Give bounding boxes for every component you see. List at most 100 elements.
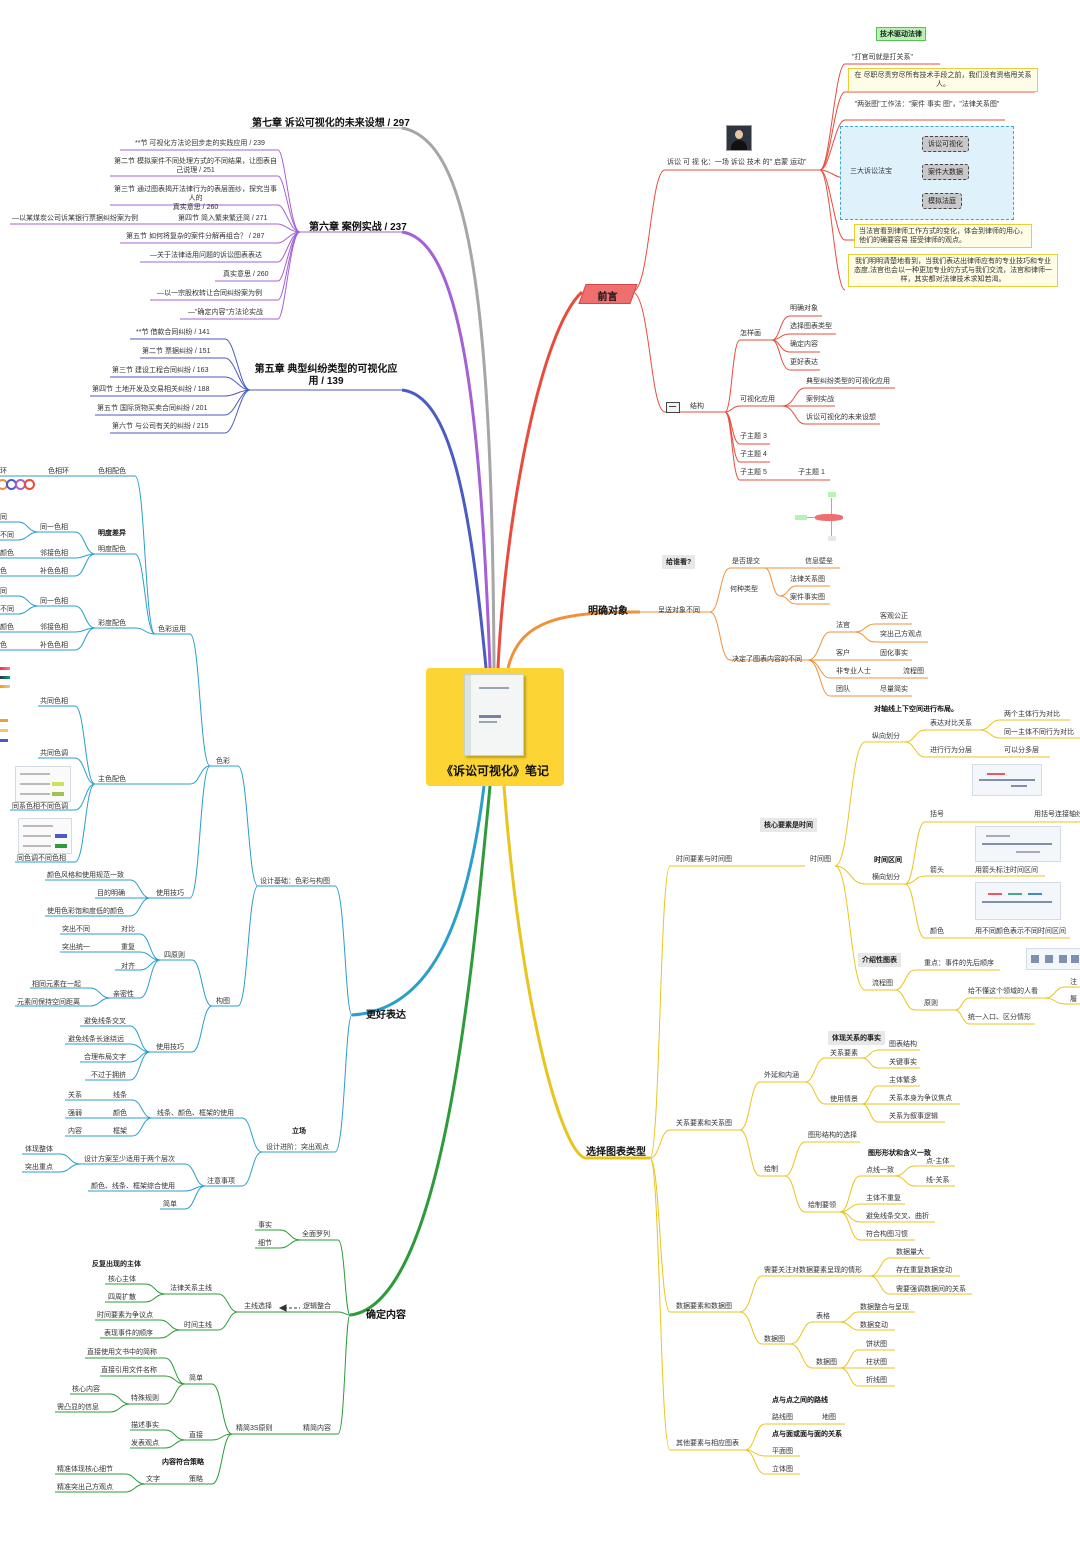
how-label[interactable]: 怎样画 — [740, 330, 761, 337]
palette-swatch-6 — [0, 739, 8, 742]
text-item-2: 精准突出己方观点 — [57, 1484, 113, 1491]
apply-label[interactable]: 可视化应用 — [740, 396, 775, 403]
client-item: 固化事实 — [880, 650, 908, 657]
principle-1a: 注 — [1070, 979, 1077, 986]
vertical-thumbnail — [972, 764, 1042, 796]
stand-tag: 立场 — [292, 1128, 306, 1135]
advanced-label[interactable]: 设计进阶：突出观点 — [266, 1144, 329, 1151]
map-label: 地图 — [822, 1414, 836, 1421]
ring-label: 色相环 — [48, 468, 69, 475]
vertical-b1: 可以分多层 — [1004, 747, 1039, 754]
chapter-7[interactable]: 第七章 诉讼可视化的未来设想 / 297 — [252, 118, 410, 129]
vertical-a2: 同一主体不同行为对比 — [1004, 729, 1074, 736]
apply-item-1: 典型纠纷类型的可视化应用 — [806, 378, 890, 385]
bracket-label: 括号 — [930, 811, 944, 818]
color-label: 颜色 — [930, 928, 944, 935]
bright-edge-3: 颜色 — [0, 550, 14, 557]
color-use-label: 色彩运用 — [158, 626, 186, 633]
dot-subject: 点-主体 — [926, 1158, 950, 1165]
data-g-label: 数据图 — [816, 1359, 837, 1366]
full-label: 全面罗列 — [302, 1231, 330, 1238]
decide-label[interactable]: 决定了图表内容的不同 — [732, 656, 802, 663]
subtopic-4: 子主题 4 — [740, 451, 767, 458]
notes-label: 注意事项 — [207, 1178, 235, 1185]
color-ring-4 — [24, 479, 35, 490]
how-item-3: 确定内容 — [790, 341, 818, 348]
preface-quote-1: "打官司就是打关系" — [852, 54, 913, 61]
interval-tag: 时间区间 — [874, 857, 902, 864]
chapter-6[interactable]: 第六章 案例实战 / 237 — [309, 222, 407, 233]
branch-ch5 — [401, 388, 488, 669]
close-item-2: 元素间保持空间距离 — [17, 999, 80, 1006]
express-node[interactable]: 更好表达 — [366, 1010, 406, 1021]
combine-label: 颜色、线条、框架综合使用 — [91, 1183, 175, 1190]
ch6-item-5: 第五节 如何将复杂的案件分解再组合？ / 287 — [126, 233, 265, 240]
lines-item-2a: 强弱 — [68, 1110, 82, 1117]
team-label: 团队 — [836, 686, 850, 693]
direct-item-1: 描述事实 — [131, 1422, 159, 1429]
lines-item-3a: 内容 — [68, 1128, 82, 1135]
present-label[interactable]: 呈送对象不同 — [658, 607, 700, 614]
layers-item-2: 突出重点 — [25, 1164, 53, 1171]
lines-use-label: 线条、颜色、框架的使用 — [157, 1110, 234, 1117]
tone-thumbnail-2 — [18, 818, 72, 854]
ch6-item-1: **节 可视化方法论回步走的实践应用 / 239 — [135, 140, 265, 147]
ch6-item-7: 真实意思 / 260 — [223, 271, 269, 278]
nonpro-item: 流程图 — [903, 668, 924, 675]
data-elem-label[interactable]: 数据要素和数据图 — [676, 1303, 732, 1310]
compose-tip-3: 合理布局文字 — [84, 1054, 126, 1061]
other-label[interactable]: 其他要素与相应图表 — [676, 1440, 739, 1447]
judge-item-2: 突出己方观点 — [880, 631, 922, 638]
contrast-label: 对比 — [121, 926, 135, 933]
close-item-1: 相同元素在一起 — [32, 981, 81, 988]
bright-adjacent: 邻接色相 — [40, 550, 68, 557]
ch5-item-5: 第五节 国际货物买卖合同纠纷 / 201 — [97, 405, 208, 412]
compose-tips-label: 使用技巧 — [156, 1044, 184, 1051]
law-rel-label: 法律关系图 — [790, 576, 825, 583]
ch5-item-1: **节 借款合同纠纷 / 141 — [136, 329, 210, 336]
content-node[interactable]: 确定内容 — [366, 1310, 406, 1321]
basic-label[interactable]: 设计基础：色彩与构图 — [260, 878, 330, 885]
full-item-2: 细节 — [258, 1240, 272, 1247]
ext-label: 外延和内涵 — [764, 1072, 799, 1079]
apply-item-2: 案例实战 — [806, 396, 834, 403]
bright-same: 同一色相 — [40, 524, 68, 531]
use-label: 使用情景 — [830, 1096, 858, 1103]
rel-elem-label[interactable]: 关系要素和关系图 — [676, 1120, 732, 1127]
layers-label: 设计方案至少适用于两个层次 — [84, 1156, 175, 1163]
target-node[interactable]: 明确对象 — [588, 606, 628, 617]
how-item-4: 更好表达 — [790, 359, 818, 366]
horizontal-label: 横向划分 — [872, 874, 900, 881]
branch-express — [351, 785, 486, 1017]
bright-tag: 明度差异 — [98, 530, 126, 537]
bright-edge-4: 色 — [0, 568, 7, 575]
time-rel-label[interactable]: 时间要素与时间图 — [676, 856, 732, 863]
contrast-left: 突出不同 — [62, 926, 90, 933]
client-label: 客户 — [836, 650, 850, 657]
ch5-item-2: 第二节 票据纠纷 / 151 — [142, 348, 211, 355]
preface-movement[interactable]: 诉讼 可 视 化：一场 诉讼 技术 的" 启蒙 运动" — [667, 159, 807, 166]
strategy-tag: 内容符合策略 — [162, 1459, 204, 1466]
branch-ch7 — [401, 126, 496, 669]
subtopic-5: 子主题 5 — [740, 469, 767, 476]
vertical-label: 纵向划分 — [872, 733, 900, 740]
central-node[interactable]: 《诉讼可视化》笔记 — [426, 668, 564, 786]
dashed-arrow — [278, 1304, 300, 1312]
chapter-5[interactable]: 第五章 典型纠纷类型的可视化应用 / 139 — [254, 364, 398, 387]
central-title: 《诉讼可视化》笔记 — [440, 764, 549, 778]
chart-type-node[interactable]: 选择图表类型 — [586, 1147, 646, 1158]
lines-item-1b: 线条 — [113, 1092, 127, 1099]
close-label: 亲密性 — [113, 991, 134, 998]
structure-label[interactable]: 结构 — [690, 403, 704, 410]
direct-label: 直接 — [189, 1432, 203, 1439]
sat-edge-2: 不同 — [0, 606, 14, 613]
vertical-a: 表达对比关系 — [930, 720, 972, 727]
branch-ch6 — [401, 230, 492, 669]
compose-label: 构图 — [216, 998, 230, 1005]
how-item-1: 明确对象 — [790, 305, 818, 312]
ch6-item-3: 第三节 通过图表揭开法律行为的表层面纱，探究当事人的真实意思 / 260 — [114, 186, 277, 211]
repeat-left: 突出统一 — [62, 944, 90, 951]
preface-node[interactable]: 前言 — [578, 284, 638, 304]
ch6-item-8: —以一宗股权转让合同纠纷案为例 — [157, 290, 262, 297]
sat-edge-4: 色 — [0, 642, 7, 649]
